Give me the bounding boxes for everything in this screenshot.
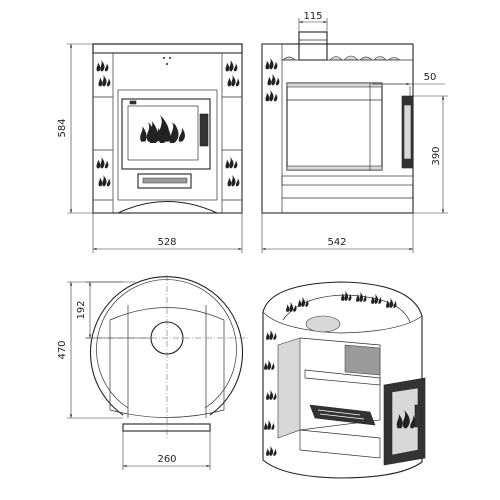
- plan-offset-label: 192: [76, 300, 87, 319]
- front-width-dimension: 528: [92, 213, 243, 253]
- door-handle: [199, 113, 209, 147]
- iso-grate: [309, 404, 376, 426]
- iso-left-wall: [277, 337, 301, 439]
- front-right-tile-pattern: [225, 60, 240, 187]
- door-hinge-icon: [129, 100, 137, 105]
- ash-door: [137, 173, 192, 189]
- side-tile-pattern: [265, 58, 280, 102]
- plan-base-width-dimension: 260: [122, 431, 211, 470]
- front-view: [92, 43, 243, 214]
- isometric-cutaway-view: [262, 281, 426, 479]
- plan-outer-ring: [89, 276, 244, 416]
- fire-door: [121, 98, 211, 170]
- plan-view: [85, 275, 250, 440]
- flue-width-label: 115: [303, 11, 322, 22]
- plan-depth-label: 470: [57, 340, 68, 359]
- front-top-cap: [92, 43, 243, 54]
- ash-door-slot: [142, 177, 188, 184]
- flue-offset-label: 50: [424, 72, 437, 83]
- front-left-tile-pattern: [96, 60, 111, 187]
- front-width-label: 528: [157, 237, 176, 248]
- door-height-dimension: 390: [413, 95, 448, 214]
- iso-ash-box: [299, 429, 381, 459]
- side-outline: [261, 43, 414, 214]
- fire-door-glass: [127, 105, 199, 161]
- front-center-panel: [117, 89, 218, 201]
- front-left-column: [92, 52, 114, 214]
- flue-offset-dimension: 50: [372, 72, 445, 96]
- iso-flue-opening: [305, 315, 341, 333]
- door-height-label: 390: [431, 146, 442, 165]
- sauna-stones: [329, 55, 401, 61]
- fire-flame-icon: [140, 115, 185, 143]
- front-right-column: [221, 52, 243, 214]
- flue-width-dimension: 115: [298, 11, 328, 32]
- plan-offset-dimension: 192: [76, 281, 150, 339]
- iso-door-handle: [414, 404, 422, 428]
- side-section-view: [261, 31, 414, 214]
- plan-base: [122, 423, 211, 432]
- side-depth-label: 542: [327, 237, 346, 248]
- side-rear-wall: [261, 43, 283, 214]
- side-depth-dimension: 542: [261, 213, 414, 253]
- front-base-arch: [117, 201, 218, 214]
- firebox-chamber: [286, 82, 383, 171]
- plan-base-width-label: 260: [157, 454, 176, 465]
- iso-stone-basket: [344, 344, 381, 376]
- plan-inner-ring: [96, 279, 237, 409]
- front-height-dimension: 584: [57, 43, 93, 214]
- ash-chamber: [281, 175, 414, 186]
- flue-pipe: [298, 31, 328, 61]
- front-height-label: 584: [57, 118, 68, 137]
